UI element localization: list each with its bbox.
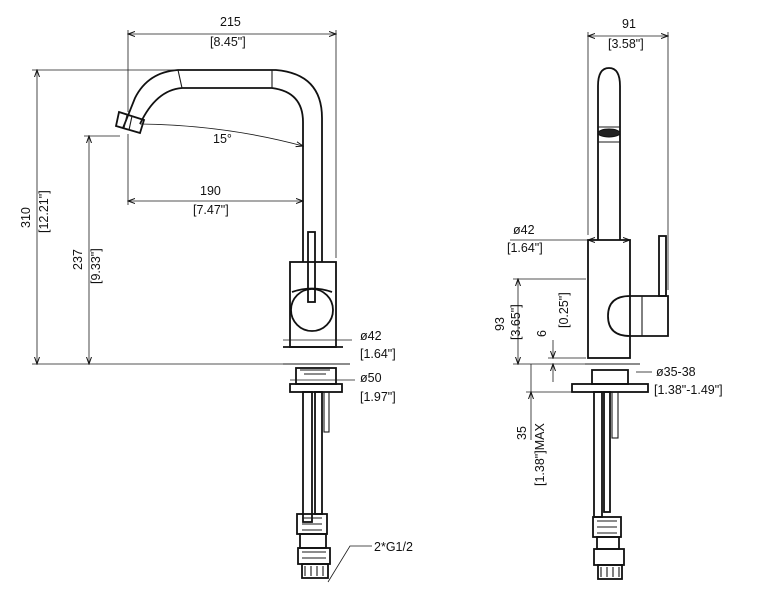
front-reach-mm: 190 xyxy=(200,184,221,198)
front-aerator xyxy=(114,110,146,135)
side-body-dia-mm: ø42 xyxy=(513,223,535,237)
side-threaded-rod xyxy=(593,391,603,518)
side-hole-dia-mm: ø35-38 xyxy=(656,365,696,379)
side-lever xyxy=(658,235,667,297)
side-depth-mm: 91 xyxy=(622,17,636,31)
front-spout-angle: 15° xyxy=(213,132,232,146)
side-gap-in: [0.25"] xyxy=(557,292,571,328)
side-max-thickness-in: [1.38"]MAX xyxy=(533,423,547,486)
side-body xyxy=(587,239,631,359)
front-spout-height-mm: 237 xyxy=(71,249,85,270)
front-lever xyxy=(307,231,316,303)
front-body-dia-mm: ø42 xyxy=(360,329,382,343)
front-connection-label: 2*G1/2 xyxy=(374,540,413,554)
side-hole-dia-in: [1.38"-1.49"] xyxy=(654,383,723,397)
front-body xyxy=(289,261,337,348)
front-width-in: [8.45"] xyxy=(210,35,246,49)
side-lever-knob xyxy=(607,295,669,337)
side-lever-height-mm: 93 xyxy=(493,317,507,331)
side-max-thickness-mm: 35 xyxy=(515,426,529,440)
front-width-mm: 215 xyxy=(220,15,241,29)
front-view xyxy=(32,30,372,583)
front-reach-in: [7.47"] xyxy=(193,203,229,217)
side-aerator xyxy=(597,128,621,138)
front-height-in: [12.21"] xyxy=(37,190,51,233)
side-spout-outline xyxy=(597,67,621,240)
side-depth-in: [3.58"] xyxy=(608,37,644,51)
front-base-dia-in: [1.97"] xyxy=(360,390,396,404)
front-spout-inner-outline xyxy=(139,87,304,262)
side-gap-mm: 6 xyxy=(535,330,549,337)
front-spout-outline xyxy=(122,69,323,262)
side-lever-height-in: [3.65"] xyxy=(509,304,523,340)
front-spout-height-in: [9.33"] xyxy=(89,248,103,284)
front-lever-knob xyxy=(290,288,334,332)
front-threaded-rod xyxy=(302,391,313,523)
side-view xyxy=(510,32,669,580)
front-body-dia-in: [1.64"] xyxy=(360,347,396,361)
front-base-dia-mm: ø50 xyxy=(360,371,382,385)
side-base-ring xyxy=(591,369,629,385)
side-body-dia-in: [1.64"] xyxy=(507,241,543,255)
front-height-mm: 310 xyxy=(19,207,33,228)
